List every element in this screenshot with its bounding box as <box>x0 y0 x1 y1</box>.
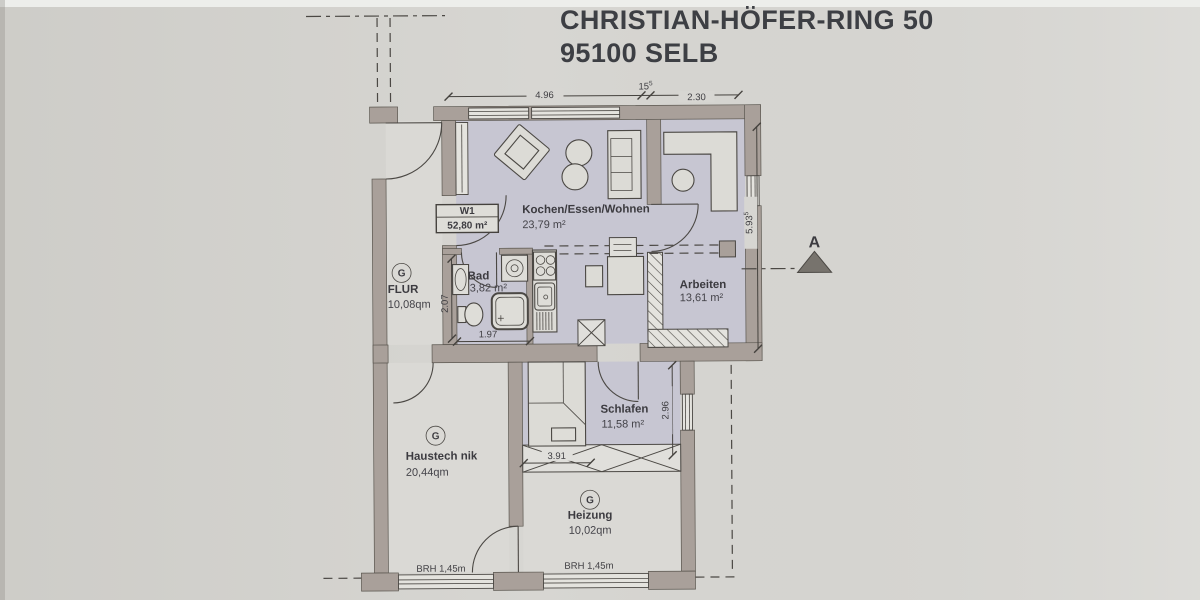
photo-left-edge <box>0 0 5 600</box>
dimension-schlafen-width: 3.91 <box>519 449 596 468</box>
room-name: Arbeiten <box>680 279 727 291</box>
stove <box>532 251 557 281</box>
unit-label-box: W1 52,80 m² <box>435 203 500 234</box>
haustechnik-door <box>393 362 434 404</box>
hatched-wall-elements <box>646 251 729 348</box>
section-triangle-icon <box>796 250 833 273</box>
section-marker-a: A <box>741 234 833 273</box>
room-label-heizung: G Heizung 10,02qm <box>568 489 613 537</box>
parapet-label-right: BRH 1,45m <box>564 561 613 572</box>
room-area: 3,82 m² <box>470 282 508 294</box>
svg-text:5.935: 5.935 <box>743 211 755 234</box>
dim-bad-width: 1.97 <box>479 329 498 340</box>
arbeiten-door <box>651 203 699 252</box>
hatched-wall-horizontal <box>647 328 729 348</box>
room-name: FLUR <box>388 284 419 296</box>
g-symbol-letter: G <box>432 431 440 442</box>
room-fill-haustechnik <box>387 362 510 573</box>
room-name: Heizung <box>568 510 613 522</box>
shaft-cross-box <box>577 319 606 347</box>
window-right-schlafen <box>681 393 694 431</box>
window-top-1 <box>468 107 530 120</box>
dim-bad-depth: 2.07 <box>440 294 451 313</box>
desk <box>663 131 738 212</box>
unit-id: W1 <box>460 206 476 217</box>
room-label-arbeiten: Arbeiten 13,61 m² <box>680 279 727 304</box>
circle-g-symbol <box>580 489 600 510</box>
toilet <box>457 302 484 327</box>
dining-chair <box>584 265 604 288</box>
bed-pillow <box>550 427 577 442</box>
schlafen-door <box>597 361 639 403</box>
kitchen-sink <box>534 282 556 311</box>
dim-right-height: 5.93 <box>744 215 755 234</box>
dining-table <box>606 255 645 296</box>
dimension-right: 5.935 <box>743 122 763 354</box>
room-area: 13,61 m² <box>680 292 724 304</box>
room-label-haustechnik: G Haustech nik 20,44qm <box>406 425 478 479</box>
heizung-door <box>471 525 519 573</box>
room-area: 23,79 m² <box>522 219 566 231</box>
shower <box>490 292 529 331</box>
entrance-door <box>385 122 443 180</box>
sofa <box>607 129 642 200</box>
kitchen-counter <box>531 249 558 333</box>
dim-schlafen-width: 3.91 <box>547 451 566 462</box>
room-label-bad: Bad 3,82 m² <box>468 270 508 294</box>
dimension-schlafen-depth: 2.96 <box>660 360 678 460</box>
washing-machine <box>500 254 529 282</box>
dimension-bad-depth: 2.07 <box>440 254 457 344</box>
room-area: 10,08qm <box>388 299 431 311</box>
window-bottom-right <box>542 572 649 589</box>
dim-top-mid: 15 <box>638 81 649 92</box>
dimension-top: 4.96 155 2.30 <box>444 80 743 103</box>
dimension-bad-width: 1.97 <box>452 329 535 347</box>
dim-top-left: 4.96 <box>535 90 554 101</box>
g-symbol-letter: G <box>586 495 594 506</box>
photo-top-edge <box>0 0 1200 7</box>
window-top-2 <box>531 106 621 120</box>
room-fill-heizung <box>522 471 682 573</box>
dim-schlafen-depth: 2.96 <box>660 401 671 420</box>
room-name: Haustech nik <box>406 450 478 462</box>
circle-g-symbol <box>425 425 446 446</box>
room-label-flur: G FLUR 10,08qm <box>388 263 431 311</box>
room-name: Bad <box>468 270 490 282</box>
room-area: 20,44qm <box>406 467 449 479</box>
dim-right-height-sup: 5 <box>743 211 750 215</box>
beam-dashed-lines <box>544 236 736 261</box>
round-table-1 <box>565 139 593 167</box>
dishwasher-hatch <box>536 311 553 331</box>
glass-panel-entry <box>455 122 469 196</box>
parapet-label-left: BRH 1,45m <box>416 564 465 575</box>
circle-g-symbol <box>391 263 412 283</box>
washbasin <box>451 263 470 296</box>
address-line-2: 95100 SELB <box>560 38 719 68</box>
section-letter: A <box>809 234 821 251</box>
round-table-2 <box>561 163 589 191</box>
armchair <box>493 124 550 181</box>
room-name: Kochen/Essen/Wohnen <box>522 203 650 216</box>
window-bottom-left <box>397 573 494 590</box>
office-chair <box>671 168 695 192</box>
bed <box>527 361 587 447</box>
bad-door <box>460 252 498 288</box>
room-name: Schlafen <box>600 403 648 415</box>
dashed-roof-lines <box>306 15 739 579</box>
g-symbol-letter: G <box>398 268 406 279</box>
room-label-wohnen: Kochen/Essen/Wohnen 23,79 m² <box>522 203 650 231</box>
beam-end-column <box>718 240 736 258</box>
room-area: 11,58 m² <box>601 418 644 430</box>
address-line-1: CHRISTIAN-HÖFER-RING 50 <box>560 5 934 35</box>
svg-text:155: 155 <box>638 80 653 92</box>
dim-top-right: 2.30 <box>687 92 706 103</box>
dim-top-mid-sup: 5 <box>649 80 653 87</box>
room-label-schlafen: Schlafen 11,58 m² <box>600 403 648 430</box>
room-area: 10,02qm <box>569 525 612 537</box>
unit-area: 52,80 m² <box>447 220 488 231</box>
room-fill-flur <box>385 120 444 345</box>
plan-drawing: W1 52,80 m² Kochen/Essen/Wohnen 23,79 m²… <box>306 15 833 592</box>
windows <box>397 106 760 590</box>
